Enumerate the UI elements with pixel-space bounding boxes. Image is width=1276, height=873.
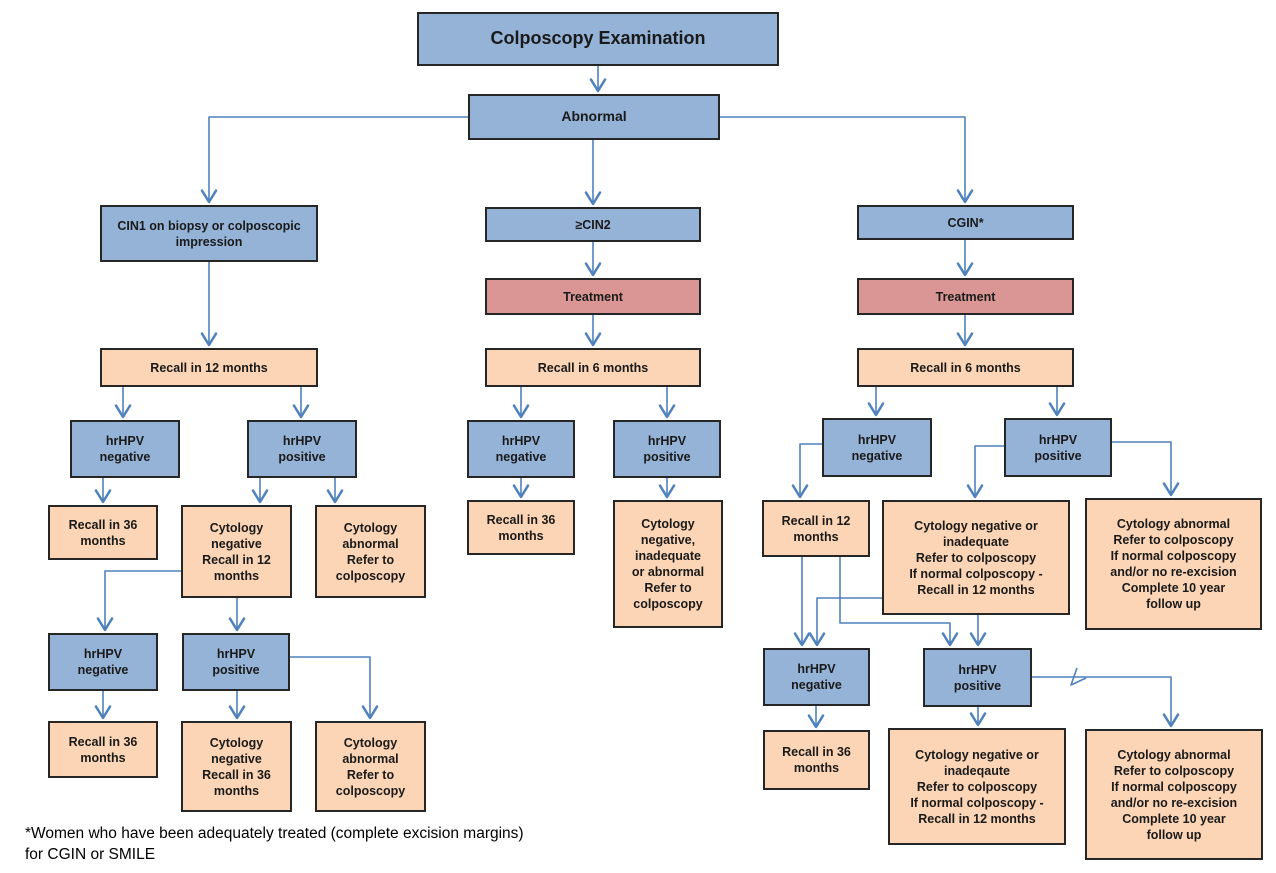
box-hrhpv-negative-left-2: hrHPV negative: [48, 633, 158, 691]
edge-lpos2-labn2: [290, 656, 379, 720]
box-treatment-right: Treatment: [857, 278, 1074, 315]
stray-squiggle-mark: [1070, 667, 1087, 686]
edge-rpos-rcytneg: [966, 445, 1004, 499]
box-hrhpv-positive-right-2: hrHPV positive: [923, 648, 1032, 707]
box-cytology-negative-inadequate-right-b: Cytology negative or inadeqaute Refer to…: [888, 728, 1066, 845]
box-cin1: CIN1 on biopsy or colposcopic impression: [100, 205, 318, 262]
box-hrhpv-positive-left: hrHPV positive: [247, 420, 357, 478]
box-colposcopy-examination: Colposcopy Examination: [417, 12, 779, 66]
edge-lcyt12-lneg2: [96, 570, 181, 632]
box-hrhpv-negative-right: hrHPV negative: [822, 418, 932, 477]
edge-rpos-rabn1: [1112, 441, 1180, 497]
edge-r12-rpos2: [839, 557, 959, 647]
box-hrhpv-negative-left: hrHPV negative: [70, 420, 180, 478]
box-hrhpv-negative-mid: hrHPV negative: [467, 420, 575, 478]
box-cytology-abnormal-left-b: Cytology abnormal Refer to colposcopy: [315, 721, 426, 812]
footnote: *Women who have been adequately treated …: [25, 825, 524, 863]
box-cin2: ≥CIN2: [485, 207, 701, 242]
box-recall-12-months-left: Recall in 12 months: [100, 348, 318, 387]
box-cgin: CGIN*: [857, 205, 1074, 240]
box-hrhpv-positive-left-2: hrHPV positive: [182, 633, 290, 691]
box-hrhpv-negative-right-2: hrHPV negative: [763, 648, 870, 706]
edge-rcytneg-rneg2: [808, 597, 882, 647]
box-abnormal: Abnormal: [468, 94, 720, 140]
box-recall-6-months-right: Recall in 6 months: [857, 348, 1074, 387]
edge-rpos2-rabn2: [1032, 676, 1180, 728]
box-recall-12-months-right: Recall in 12 months: [762, 500, 870, 557]
box-hrhpv-positive-mid: hrHPV positive: [613, 420, 721, 478]
box-recall-6-months-mid: Recall in 6 months: [485, 348, 701, 387]
box-cytology-abnormal-left-a: Cytology abnormal Refer to colposcopy: [315, 505, 426, 598]
edge-rneg-r12: [791, 443, 822, 499]
box-cytology-negative-recall12-left: Cytology negative Recall in 12 months: [181, 505, 292, 598]
box-recall-36-months-right: Recall in 36 months: [763, 730, 870, 790]
box-hrhpv-positive-right: hrHPV positive: [1004, 418, 1112, 477]
edge-abnormal-cin1: [200, 116, 468, 204]
box-recall-36-months-left-b: Recall in 36 months: [48, 721, 158, 778]
box-cytology-abnormal-right-b: Cytology abnormal Refer to colposcopy If…: [1085, 729, 1263, 860]
box-treatment-mid: Treatment: [485, 278, 701, 315]
edge-abnormal-cgin: [720, 116, 974, 204]
box-cytology-negative-inadequate-right-a: Cytology negative or inadequate Refer to…: [882, 500, 1070, 615]
box-recall-36-months-mid: Recall in 36 months: [467, 500, 575, 555]
box-cytology-any-refer-mid: Cytology negative, inadequate or abnorma…: [613, 500, 723, 628]
box-cytology-negative-recall36-left: Cytology negative Recall in 36 months: [181, 721, 292, 812]
box-cytology-abnormal-right-a: Cytology abnormal Refer to colposcopy If…: [1085, 498, 1262, 630]
box-recall-36-months-left-a: Recall in 36 months: [48, 505, 158, 560]
